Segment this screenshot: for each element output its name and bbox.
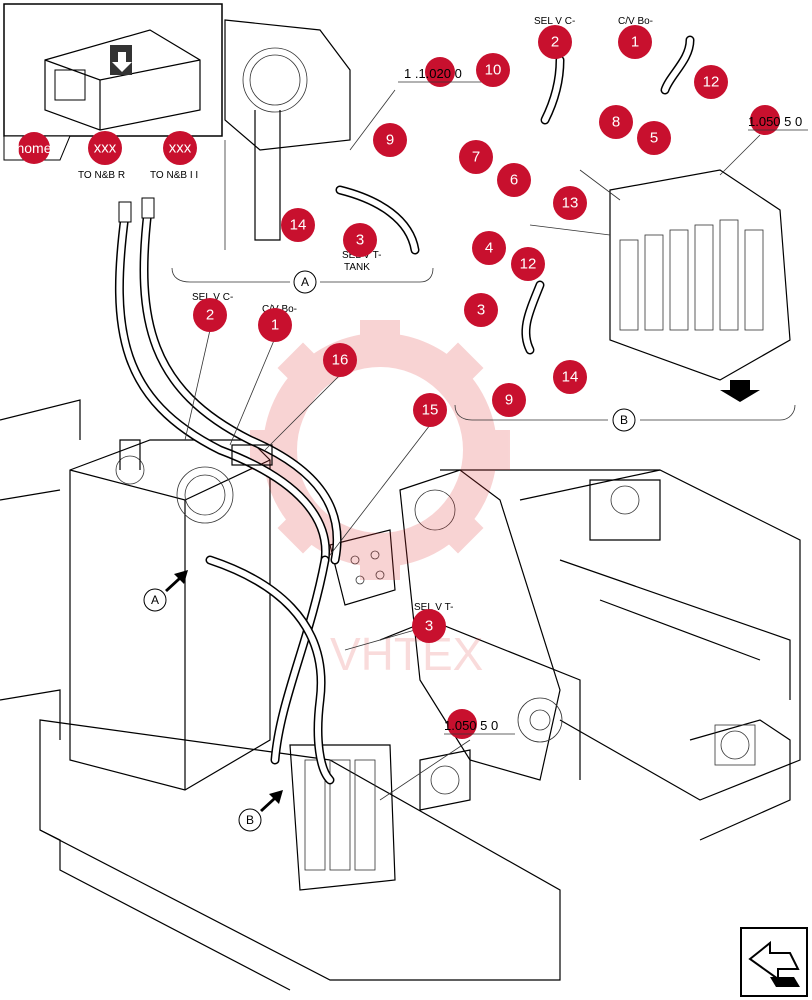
next-page-button[interactable]: xxx (163, 131, 197, 165)
callout-8[interactable]: 8 (599, 105, 633, 139)
label-selvc-top: SEL V C- (534, 16, 575, 27)
section-a-bracket (171, 267, 434, 283)
svg-text:14: 14 (290, 217, 307, 234)
svg-text:5: 5 (650, 130, 658, 147)
back-navigation-button[interactable] (740, 927, 808, 997)
callout-12-a[interactable]: 12 (694, 65, 728, 99)
label-cvbo-top: C/V Bo- (618, 16, 653, 27)
svg-text:3: 3 (356, 232, 364, 249)
ref-right-text: 1.050 5 0 (748, 114, 802, 129)
inset-thumbnail (3, 3, 223, 137)
svg-text:12: 12 (520, 256, 537, 273)
hoses (114, 35, 695, 785)
callout-1-mid[interactable]: 1 (258, 308, 292, 342)
callout-3-b[interactable]: 3 (464, 293, 498, 327)
section-b-bracket (454, 404, 796, 421)
ref-bottom[interactable]: 1.050 5 0 (444, 709, 515, 739)
next-page-label: xxx (169, 140, 192, 157)
svg-text:10: 10 (485, 62, 502, 79)
callout-16[interactable]: 16 (323, 343, 357, 377)
svg-text:14: 14 (562, 369, 579, 386)
callout-2-top[interactable]: 2 (538, 25, 572, 59)
callout-3-a[interactable]: 3 (343, 223, 377, 257)
back-arrow-icon (748, 940, 800, 987)
callout-9-b[interactable]: 9 (492, 383, 526, 417)
section-a-label: A (301, 275, 309, 289)
hose-label-nb-r: TO N&B R (78, 170, 125, 181)
watermark-logo (250, 320, 510, 580)
ref-bottom-text: 1.050 5 0 (444, 718, 498, 733)
hose-clamp (231, 444, 273, 466)
svg-text:13: 13 (562, 195, 579, 212)
svg-text:3: 3 (425, 618, 433, 635)
ref-top[interactable]: 1 .1.020 0 (398, 57, 490, 87)
label-selvt-tank-2: TANK (344, 262, 370, 273)
callout-7[interactable]: 7 (459, 140, 493, 174)
svg-text:12: 12 (703, 74, 720, 91)
section-a-marker: A (293, 270, 317, 294)
section-a-pointer-label: A (151, 593, 159, 607)
home-tab-label: home (16, 140, 51, 156)
svg-text:9: 9 (505, 392, 513, 409)
ref-right[interactable]: 1.050 5 0 (748, 105, 808, 135)
svg-text:3: 3 (477, 302, 485, 319)
section-b-pointer: B (238, 790, 283, 832)
section-b-marker: B (612, 408, 636, 432)
callout-15[interactable]: 15 (413, 393, 447, 427)
callout-3-c[interactable]: 3 (412, 609, 446, 643)
home-tab[interactable]: home (3, 132, 71, 164)
callout-4[interactable]: 4 (472, 231, 506, 265)
svg-text:2: 2 (206, 307, 214, 324)
svg-text:6: 6 (510, 172, 518, 189)
svg-text:7: 7 (472, 149, 480, 166)
watermark-text: VHTEX (330, 628, 483, 680)
svg-text:1: 1 (271, 317, 279, 334)
callout-10[interactable]: 10 (476, 53, 510, 87)
ref-top-text: 1 .1.020 0 (404, 66, 462, 81)
svg-text:1: 1 (631, 34, 639, 51)
svg-text:2: 2 (551, 34, 559, 51)
svg-text:15: 15 (422, 402, 439, 419)
callout-1-top[interactable]: 1 (618, 25, 652, 59)
section-b-pointer-label: B (246, 813, 254, 827)
callout-6[interactable]: 6 (497, 163, 531, 197)
prev-page-button[interactable]: xxx (88, 131, 122, 165)
hose-label-nb-l: TO N&B I I (150, 170, 198, 181)
svg-text:9: 9 (386, 132, 394, 149)
leader-lines (184, 89, 761, 801)
label-selvt-bottom: SEL V T- (414, 602, 453, 613)
prev-page-label: xxx (94, 140, 117, 157)
svg-text:8: 8 (612, 114, 620, 131)
section-b-label: B (620, 413, 628, 427)
callout-12-b[interactable]: 12 (511, 247, 545, 281)
callout-14-a[interactable]: 14 (281, 208, 315, 242)
callout-9-a[interactable]: 9 (373, 123, 407, 157)
svg-text:16: 16 (332, 352, 349, 369)
callout-14-b[interactable]: 14 (553, 360, 587, 394)
label-selvc-mid: SEL V C- (192, 292, 233, 303)
section-a-pointer: A (143, 570, 188, 612)
callout-2-mid[interactable]: 2 (193, 298, 227, 332)
callout-13[interactable]: 13 (553, 186, 587, 220)
chassis-drawing (0, 19, 801, 991)
callout-5[interactable]: 5 (637, 121, 671, 155)
svg-text:4: 4 (485, 240, 493, 257)
